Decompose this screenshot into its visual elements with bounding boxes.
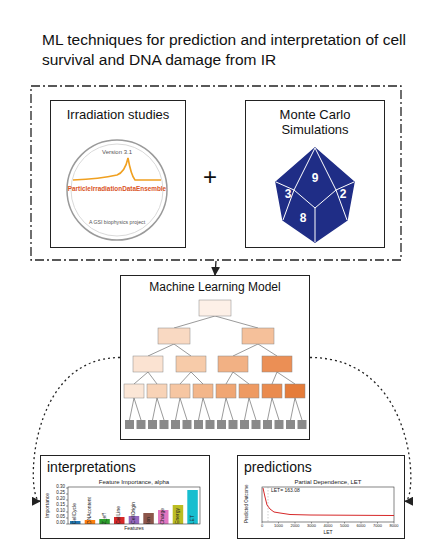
dice-number: 2 bbox=[336, 188, 350, 201]
dependence-curve bbox=[263, 488, 394, 516]
dice-icon bbox=[276, 148, 354, 242]
bar bbox=[173, 505, 184, 524]
connector bbox=[215, 261, 216, 275]
tick-label: 0.05 bbox=[47, 515, 65, 520]
diagram-title: ML techniques for prediction and interpr… bbox=[42, 30, 410, 70]
bar-label: CellLine bbox=[116, 506, 122, 524]
tick-label: 0 bbox=[254, 524, 270, 528]
logo-text: ParticleIrradiationDataEnsemble bbox=[62, 185, 172, 192]
tick-label: 4000 bbox=[320, 524, 336, 528]
bar-label: CellCycle bbox=[72, 503, 78, 524]
marker-line bbox=[268, 487, 269, 522]
tree-node bbox=[262, 356, 292, 372]
tick-label: 0.20 bbox=[47, 497, 65, 502]
tick-label: 2000 bbox=[287, 524, 303, 528]
tree-leaves bbox=[125, 420, 307, 429]
tick-label: 0.00 bbox=[47, 521, 65, 526]
axis-title: LET bbox=[262, 530, 394, 536]
bar-label: LET bbox=[190, 515, 196, 524]
tree-node bbox=[218, 356, 248, 372]
tree-node bbox=[216, 384, 236, 398]
line-chart bbox=[262, 487, 394, 524]
bar-label: Ion bbox=[146, 517, 152, 524]
box-heading: interpretations bbox=[47, 459, 136, 475]
bar-label: Energy bbox=[175, 508, 181, 524]
bar-chart bbox=[66, 487, 200, 524]
value-note: LET= 163.08 bbox=[271, 488, 300, 494]
tree-node bbox=[262, 384, 282, 398]
dice-edges bbox=[276, 148, 354, 242]
input-group: + Irradiation studies Monte Carlo Simulati… bbox=[30, 85, 402, 261]
chart-title: Partial Dependence, LET bbox=[262, 479, 394, 486]
box-heading: Irradiation studies bbox=[51, 108, 185, 123]
chart-title: Feature Importance, alpha bbox=[68, 479, 200, 486]
tree-node bbox=[199, 300, 231, 316]
tree-node bbox=[170, 384, 190, 398]
tick-label: 0.10 bbox=[47, 509, 65, 514]
dice-body bbox=[276, 148, 354, 242]
tree-node bbox=[158, 328, 190, 344]
bar-label: CellOrigin bbox=[131, 502, 137, 524]
box-heading: Monte Carlo Simulations bbox=[246, 108, 384, 138]
bragg-curve bbox=[73, 158, 161, 180]
bar bbox=[143, 513, 154, 524]
tree-node bbox=[285, 384, 305, 398]
tree-node bbox=[124, 384, 144, 398]
tree-node bbox=[239, 384, 259, 398]
bar-label: Z_eff bbox=[102, 513, 108, 524]
bar-label: Charge bbox=[160, 508, 166, 524]
plus-sign: + bbox=[198, 163, 222, 191]
tick-label: 3000 bbox=[304, 524, 320, 528]
tick-label: 1000 bbox=[271, 524, 287, 528]
dice-number: 3 bbox=[281, 188, 295, 201]
dice-number: 8 bbox=[296, 212, 310, 225]
box-heading: predictions bbox=[244, 459, 312, 475]
bar bbox=[187, 490, 198, 524]
tick-marks bbox=[66, 488, 68, 524]
tick-label: 6000 bbox=[353, 524, 369, 528]
tick-label: 5000 bbox=[337, 524, 353, 528]
tick-label: 0.25 bbox=[47, 491, 65, 496]
data-source-box: Irradiation studies bbox=[50, 100, 186, 248]
model-box: Machine Learning Model bbox=[120, 275, 310, 440]
tree-node bbox=[133, 356, 163, 372]
logo-text: Version 3.1 bbox=[92, 149, 142, 156]
dice-number: 9 bbox=[308, 172, 322, 185]
dash-dot-border bbox=[31, 86, 401, 260]
tree-node bbox=[147, 384, 167, 398]
plot-frame bbox=[262, 487, 394, 522]
tick-label: 8000 bbox=[386, 524, 402, 528]
axis-title: Importance bbox=[45, 487, 51, 524]
plot-frame bbox=[68, 487, 200, 524]
axis-title: Features bbox=[68, 526, 200, 532]
axis-title: Predicted Outcome bbox=[245, 484, 250, 524]
box-heading: Machine Learning Model bbox=[121, 281, 309, 295]
tree-node bbox=[176, 356, 206, 372]
tick-label: 7000 bbox=[370, 524, 386, 528]
tree-node bbox=[242, 328, 274, 344]
bar-label: DNAcontent bbox=[87, 497, 93, 524]
tree-node bbox=[193, 384, 213, 398]
decision-tree bbox=[124, 300, 307, 429]
tick-label: 0.15 bbox=[47, 503, 65, 508]
logo-text: A GSI biophysics project bbox=[72, 220, 162, 226]
tree-branches bbox=[130, 316, 303, 420]
tick-label: 0.30 bbox=[47, 485, 65, 490]
